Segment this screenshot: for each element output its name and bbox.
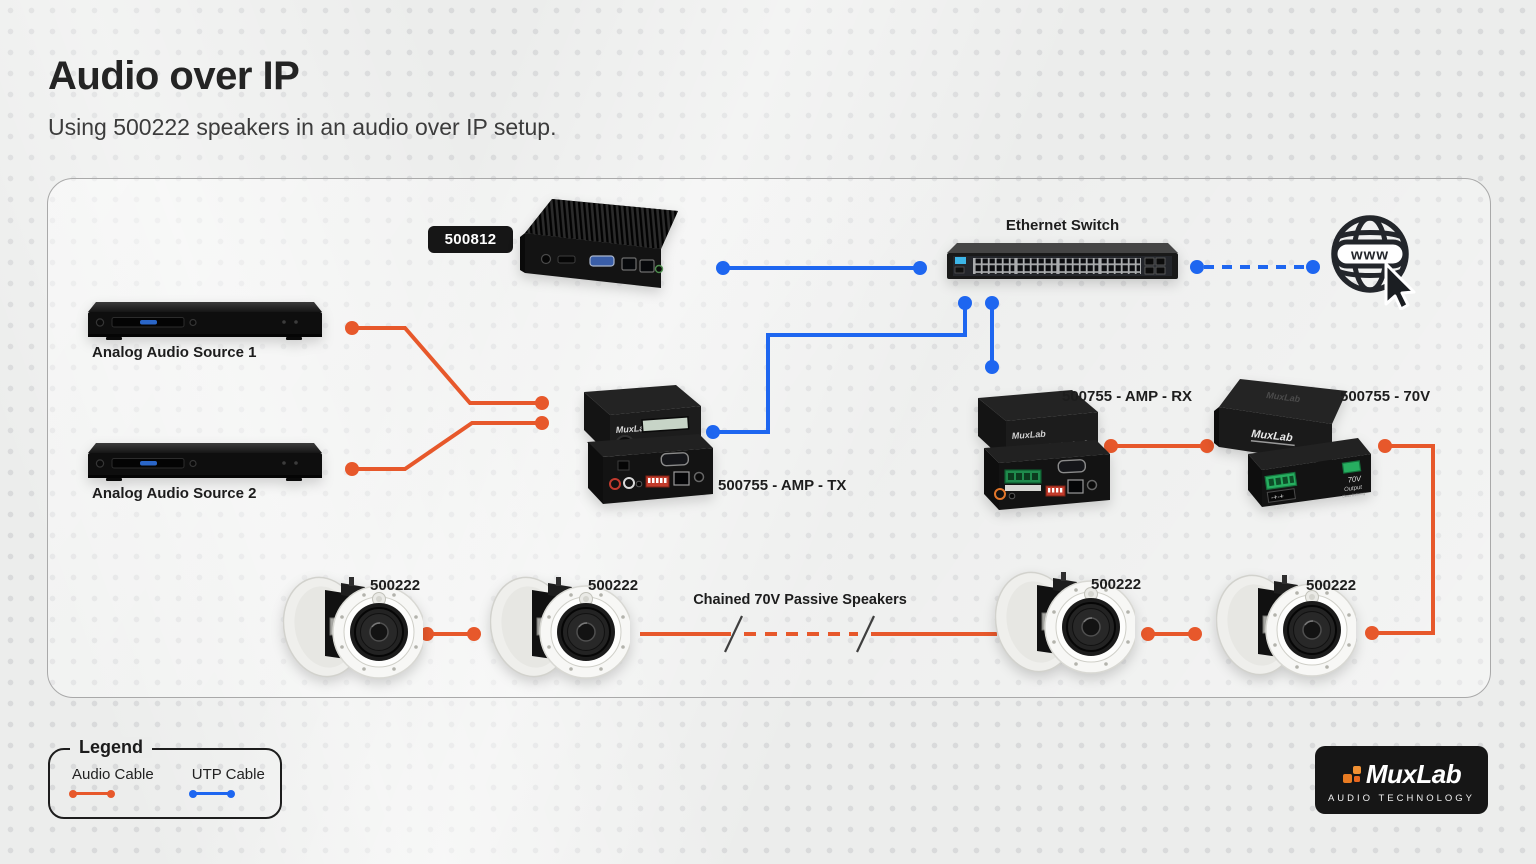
v70-top-muxlab-marking: MuxLab [1266, 390, 1301, 404]
page-subtitle: Using 500222 speakers in an audio over I… [48, 114, 557, 140]
speaker-1-label: 500222 [370, 577, 421, 594]
brand-name: MuxLab [1365, 758, 1462, 789]
rx-muxlab-marking: MuxLab [1011, 429, 1046, 441]
v70-front-muxlab-marking: MuxLab [1251, 428, 1294, 444]
legend-item-audio-cable: Audio Cable [69, 766, 154, 798]
ethernet-switch-label: Ethernet Switch [1005, 217, 1120, 234]
analog-source-2-image [88, 442, 322, 482]
converter-70v-label: 500755 - 70V [1340, 388, 1431, 405]
brand-card: MuxLab AUDIO TECHNOLOGY [1315, 746, 1488, 814]
amp-rx-label: 500755 - AMP - RX [1062, 388, 1193, 405]
legend-audio-cable-label: Audio Cable [72, 766, 154, 783]
muxlab-logo-icon [1342, 765, 1361, 783]
speaker-3-label: 500222 [1091, 576, 1142, 593]
v70-input-marking: Input [1273, 504, 1286, 509]
converter-70v-device-image: MuxLab MuxLab -+-+ Input 70V Output Clas… [1214, 379, 1371, 509]
legend-title: Legend [70, 737, 153, 758]
legend-item-utp-cable: UTP Cable [188, 766, 265, 798]
legend: Legend Audio Cable UTP Cable [48, 737, 282, 819]
speaker-4-label: 500222 [1306, 577, 1357, 594]
badge-500812: 500812 [428, 226, 513, 253]
chained-speakers-label: Chained 70V Passive Speakers [693, 592, 907, 608]
www-text: www [1350, 247, 1389, 264]
amp-rx-device-image: MuxLab [978, 390, 1110, 510]
audio-cable-sample-icon [69, 789, 115, 798]
analog-source-1-image [88, 301, 322, 341]
legend-utp-cable-label: UTP Cable [191, 766, 265, 783]
svg-text:-+-+: -+-+ [1271, 493, 1285, 502]
speaker-2-label: 500222 [588, 577, 639, 594]
utp-cable-sample-icon [188, 789, 235, 798]
analog-source-1-label: Analog Audio Source 1 [92, 344, 257, 361]
v70-class2-marking: Class 2 Wiring [1342, 491, 1366, 498]
cursor-icon [1384, 262, 1416, 310]
media-controller-500812-image [520, 199, 678, 288]
amp-tx-device-image: MuxLab [584, 385, 713, 504]
amp-tx-label: 500755 - AMP - TX [718, 477, 847, 494]
internet-globe-www-icon: www [1331, 215, 1416, 310]
ethernet-switch-image [947, 243, 1178, 279]
v70-output-marking: Output [1344, 485, 1363, 493]
v70-70v-marking: 70V [1347, 474, 1362, 485]
analog-source-2-label: Analog Audio Source 2 [92, 485, 257, 502]
page-title: Audio over IP [48, 54, 300, 98]
brand-tagline: AUDIO TECHNOLOGY [1327, 792, 1476, 804]
